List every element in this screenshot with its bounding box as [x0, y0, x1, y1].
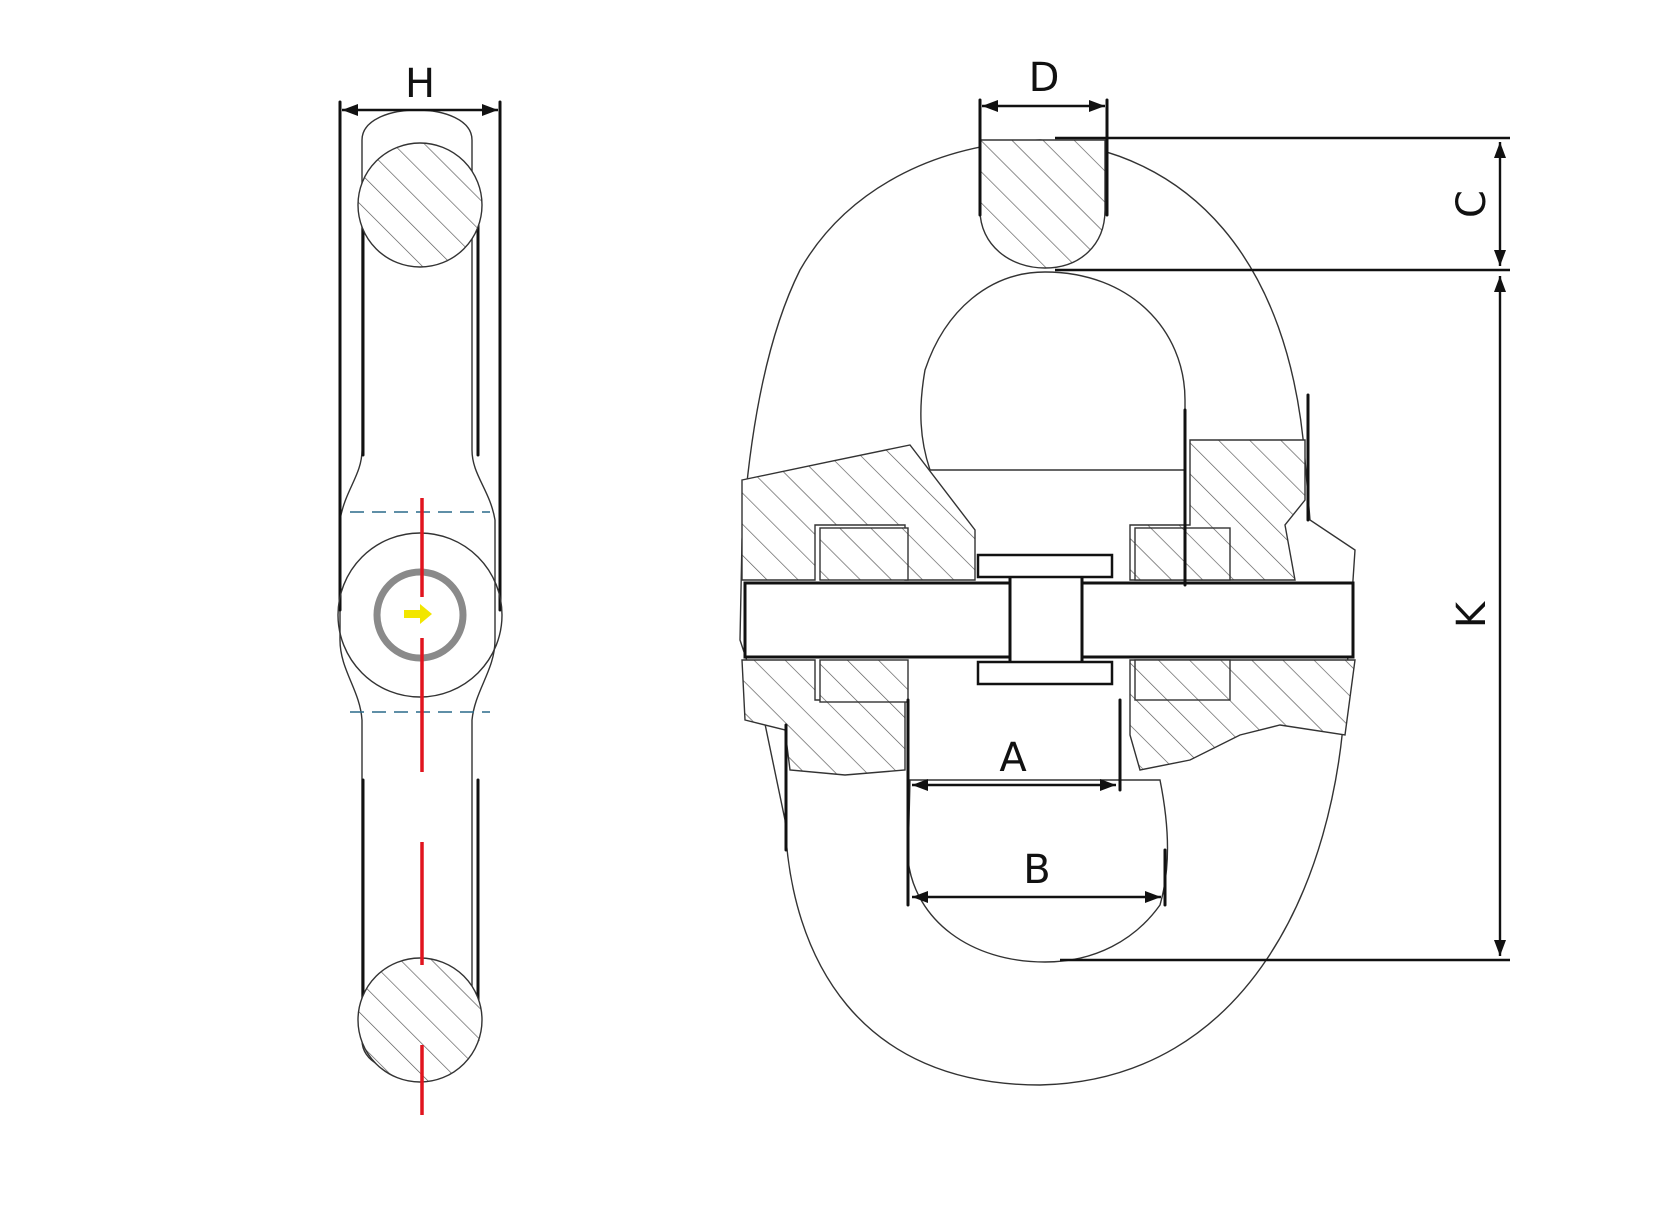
dimension-d-arrow-left-icon: [982, 100, 998, 112]
front-view: D C K A B: [739, 55, 1510, 1086]
side-view-ring: [373, 568, 467, 662]
dimension-b-label: B: [1023, 847, 1050, 893]
side-view-bottom-section: [357, 957, 483, 1083]
front-view-center-sleeve: [1008, 570, 1084, 670]
front-view-left-section: [741, 444, 976, 581]
side-view-marker-arrow-icon: [404, 604, 432, 624]
side-view-top-section: [357, 142, 483, 268]
front-view-right-bushing-lower: [1134, 659, 1231, 701]
dimension-c-label: C: [1449, 190, 1495, 218]
front-view-spring-lower: [976, 660, 1114, 686]
dimension-d-arrow-right-icon: [1089, 100, 1105, 112]
dimension-a-label: A: [999, 735, 1027, 781]
side-view: H: [337, 61, 503, 1115]
dimension-c-arrow-bottom-icon: [1494, 250, 1506, 266]
front-view-spring-upper: [976, 553, 1114, 579]
front-view-upper-eye: [920, 271, 1186, 471]
dimension-a-arrow-left-icon: [912, 779, 928, 791]
front-view-top-section: [979, 139, 1106, 269]
front-view-left-bushing-lower: [819, 659, 909, 703]
dimension-k-label: K: [1449, 600, 1495, 628]
dimension-a-arrow-right-icon: [1100, 779, 1116, 791]
dimension-h-label: H: [405, 61, 435, 107]
dimension-d-label: D: [1029, 55, 1060, 101]
dimension-b-arrow-left-icon: [912, 891, 928, 903]
dimension-k-arrow-top-icon: [1494, 276, 1506, 292]
dimension-b-arrow-right-icon: [1145, 891, 1161, 903]
dimension-h-arrow-left-icon: [342, 104, 358, 116]
front-view-left-lower-section: [741, 659, 906, 776]
dimension-h-arrow-right-icon: [482, 104, 498, 116]
front-view-left-bushing-upper: [819, 527, 909, 581]
side-view-pin-boss: [337, 532, 503, 698]
dimension-k-arrow-bottom-icon: [1494, 940, 1506, 956]
front-view-right-bushing-upper: [1134, 527, 1231, 581]
dimension-c-arrow-top-icon: [1494, 142, 1506, 158]
front-view-lower-eye: [907, 779, 1169, 963]
